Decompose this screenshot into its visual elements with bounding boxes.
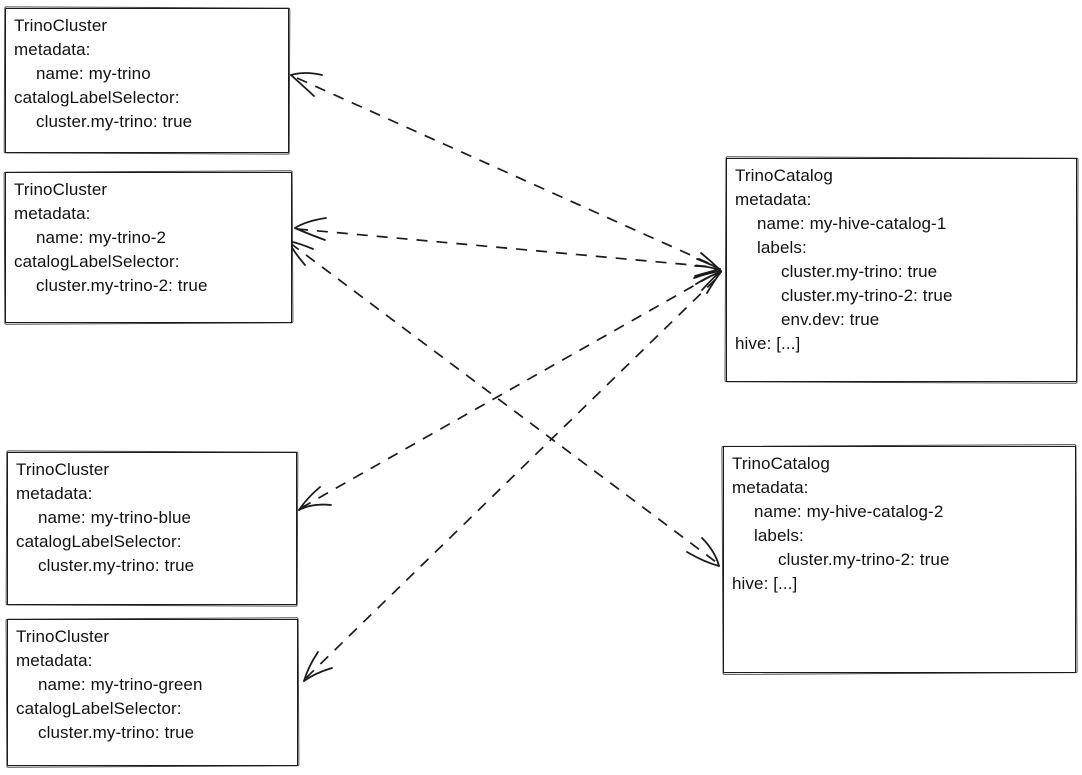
box-line: metadata: xyxy=(14,204,91,223)
box-line: name: my-trino-2 xyxy=(36,228,167,247)
edge-my-trino-green--my-hive-catalog-1 xyxy=(303,271,722,682)
edge-my-trino--my-hive-catalog-1 xyxy=(290,72,721,271)
box-line: name: my-trino-blue xyxy=(38,508,192,527)
edge-line xyxy=(289,242,717,563)
box-line: env.dev: true xyxy=(781,310,880,329)
arrowhead xyxy=(695,271,722,285)
arrowhead xyxy=(303,651,319,682)
box-line: cluster.my-trino-2: true xyxy=(781,286,953,305)
box-line: TrinoCluster xyxy=(14,16,108,35)
box-line: name: my-hive-catalog-2 xyxy=(754,502,944,521)
edge-line xyxy=(300,271,719,509)
box-line: catalogLabelSelector: xyxy=(14,252,180,271)
box-line: name: my-trino-green xyxy=(38,675,203,694)
box-line: TrinoCatalog xyxy=(735,166,833,185)
edge-line xyxy=(305,275,720,679)
arrowhead xyxy=(686,551,720,567)
box-line: labels: xyxy=(754,526,804,545)
edge-my-trino-2--my-hive-catalog-1 xyxy=(294,217,721,277)
box-line: cluster.my-trino: true xyxy=(781,262,938,281)
arrowhead xyxy=(290,72,323,76)
arrowhead xyxy=(706,271,722,294)
box-line: name: my-trino xyxy=(36,64,151,83)
arrowhead xyxy=(290,74,315,97)
box-line: labels: xyxy=(757,238,807,257)
arrowhead xyxy=(294,227,326,241)
trinocluster-my-trino-green-box: TrinoCluster metadata: name: my-trino-gree… xyxy=(7,619,298,766)
arrowhead xyxy=(303,667,333,682)
box-line: TrinoCluster xyxy=(16,627,110,646)
trinocatalog-my-hive-catalog-2-box: TrinoCatalog metadata: name: my-hive-catal… xyxy=(723,446,1076,673)
box-line: TrinoCluster xyxy=(16,460,110,479)
box-line: name: my-hive-catalog-1 xyxy=(757,214,947,233)
box-line: metadata: xyxy=(735,190,812,209)
box-line: cluster.my-trino: true xyxy=(38,556,195,575)
arrowhead xyxy=(696,258,721,270)
box-line: cluster.my-trino-2: true xyxy=(778,550,950,569)
box-line: metadata: xyxy=(16,484,93,503)
box-line: TrinoCluster xyxy=(14,180,108,199)
trinocluster-my-trino-blue-box: TrinoCluster metadata: name: my-trino-blue… xyxy=(7,452,297,605)
arrowhead xyxy=(298,486,321,511)
arrowhead xyxy=(701,537,720,567)
edge-line xyxy=(296,77,716,267)
box-line: catalogLabelSelector: xyxy=(16,532,182,551)
trinocluster-my-trino-2-box: TrinoCluster metadata: name: my-trino-2 cat… xyxy=(5,172,292,323)
trinocluster-my-trino-box: TrinoCluster metadata: name: my-trino catal… xyxy=(5,8,289,153)
box-line: cluster.my-trino: true xyxy=(38,723,195,742)
box-line: metadata: xyxy=(16,651,93,670)
box-line: hive: [...] xyxy=(735,334,801,353)
box-line: metadata: xyxy=(14,40,91,59)
box-line: cluster.my-trino-2: true xyxy=(36,276,208,295)
box-line: catalogLabelSelector: xyxy=(14,88,180,107)
box-line: TrinoCatalog xyxy=(732,454,830,473)
box-line: hive: [...] xyxy=(732,574,798,593)
arrowhead xyxy=(694,265,721,271)
edge-my-trino-blue--my-hive-catalog-1 xyxy=(298,270,722,511)
box-line: catalogLabelSelector: xyxy=(16,699,182,718)
arrowhead xyxy=(693,270,722,279)
arrowhead xyxy=(294,217,327,229)
box-line: cluster.my-trino: true xyxy=(36,112,193,131)
arrowhead xyxy=(700,252,721,271)
arrowhead xyxy=(298,503,332,511)
edge-my-trino-2--my-hive-catalog-2 xyxy=(287,240,720,567)
trinocatalog-my-hive-catalog-1-box: TrinoCatalog metadata: name: my-hive-catal… xyxy=(726,158,1077,382)
arrowhead xyxy=(694,268,721,277)
arrowhead xyxy=(701,270,722,291)
box-line: metadata: xyxy=(732,478,809,497)
edge-line xyxy=(296,228,715,268)
